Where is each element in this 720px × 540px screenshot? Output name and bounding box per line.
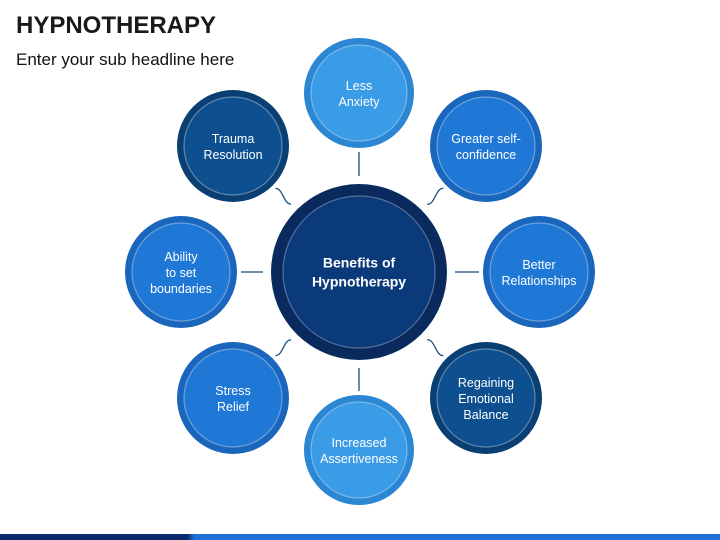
node-label-line: confidence: [456, 148, 517, 162]
center-circle: [282, 195, 436, 349]
node-label-line: Greater self-: [451, 132, 520, 146]
node-circle: [436, 96, 536, 196]
page-title: HYPNOTHERAPY: [16, 12, 217, 39]
node-circle: [183, 96, 283, 196]
node-label-line: Emotional: [458, 392, 514, 406]
node-label-line: Stress: [215, 384, 250, 398]
node-label-line: Relationships: [501, 274, 576, 288]
node-label-line: Balance: [463, 408, 508, 422]
footer-bar: [0, 534, 720, 540]
node-circle: [436, 348, 536, 448]
node-label-line: Relief: [217, 400, 249, 414]
center-node: Benefits of Hypnotherapy: [271, 184, 447, 360]
node-label-line: Regaining: [458, 376, 514, 390]
node-greater-self-confidence: Greater self-confidence: [430, 90, 542, 202]
node-label-line: boundaries: [150, 282, 212, 296]
node-label-line: Less: [346, 79, 372, 93]
node-circle: [310, 44, 408, 142]
center-label-line: Benefits of: [323, 255, 396, 271]
connector-greater-self-confidence: [427, 187, 444, 206]
node-label-line: Assertiveness: [320, 452, 398, 466]
node-ability-to-set-boundaries: Ability to set boundaries: [125, 216, 237, 328]
node-label-line: Trauma: [212, 132, 255, 146]
center-label-line: Hypnotherapy: [312, 274, 406, 290]
connector-regaining-emotional-balance: [427, 338, 444, 357]
node-circle: [183, 348, 283, 448]
connector-trauma-resolution: [275, 187, 292, 205]
connector-stress-relief: [275, 339, 292, 357]
node-circle: [131, 222, 231, 322]
node-circle: [310, 401, 408, 499]
node-circle: [489, 222, 589, 322]
connectors: [241, 152, 479, 391]
node-label-line: Anxiety: [339, 95, 381, 109]
page-subtitle: Enter your sub headline here: [16, 50, 235, 69]
node-label-line: Resolution: [203, 148, 262, 162]
node-label-line: to set: [166, 266, 197, 280]
node-label-line: Increased: [332, 436, 387, 450]
node-label-line: Ability: [164, 250, 198, 264]
node-label-line: Better: [522, 258, 555, 272]
